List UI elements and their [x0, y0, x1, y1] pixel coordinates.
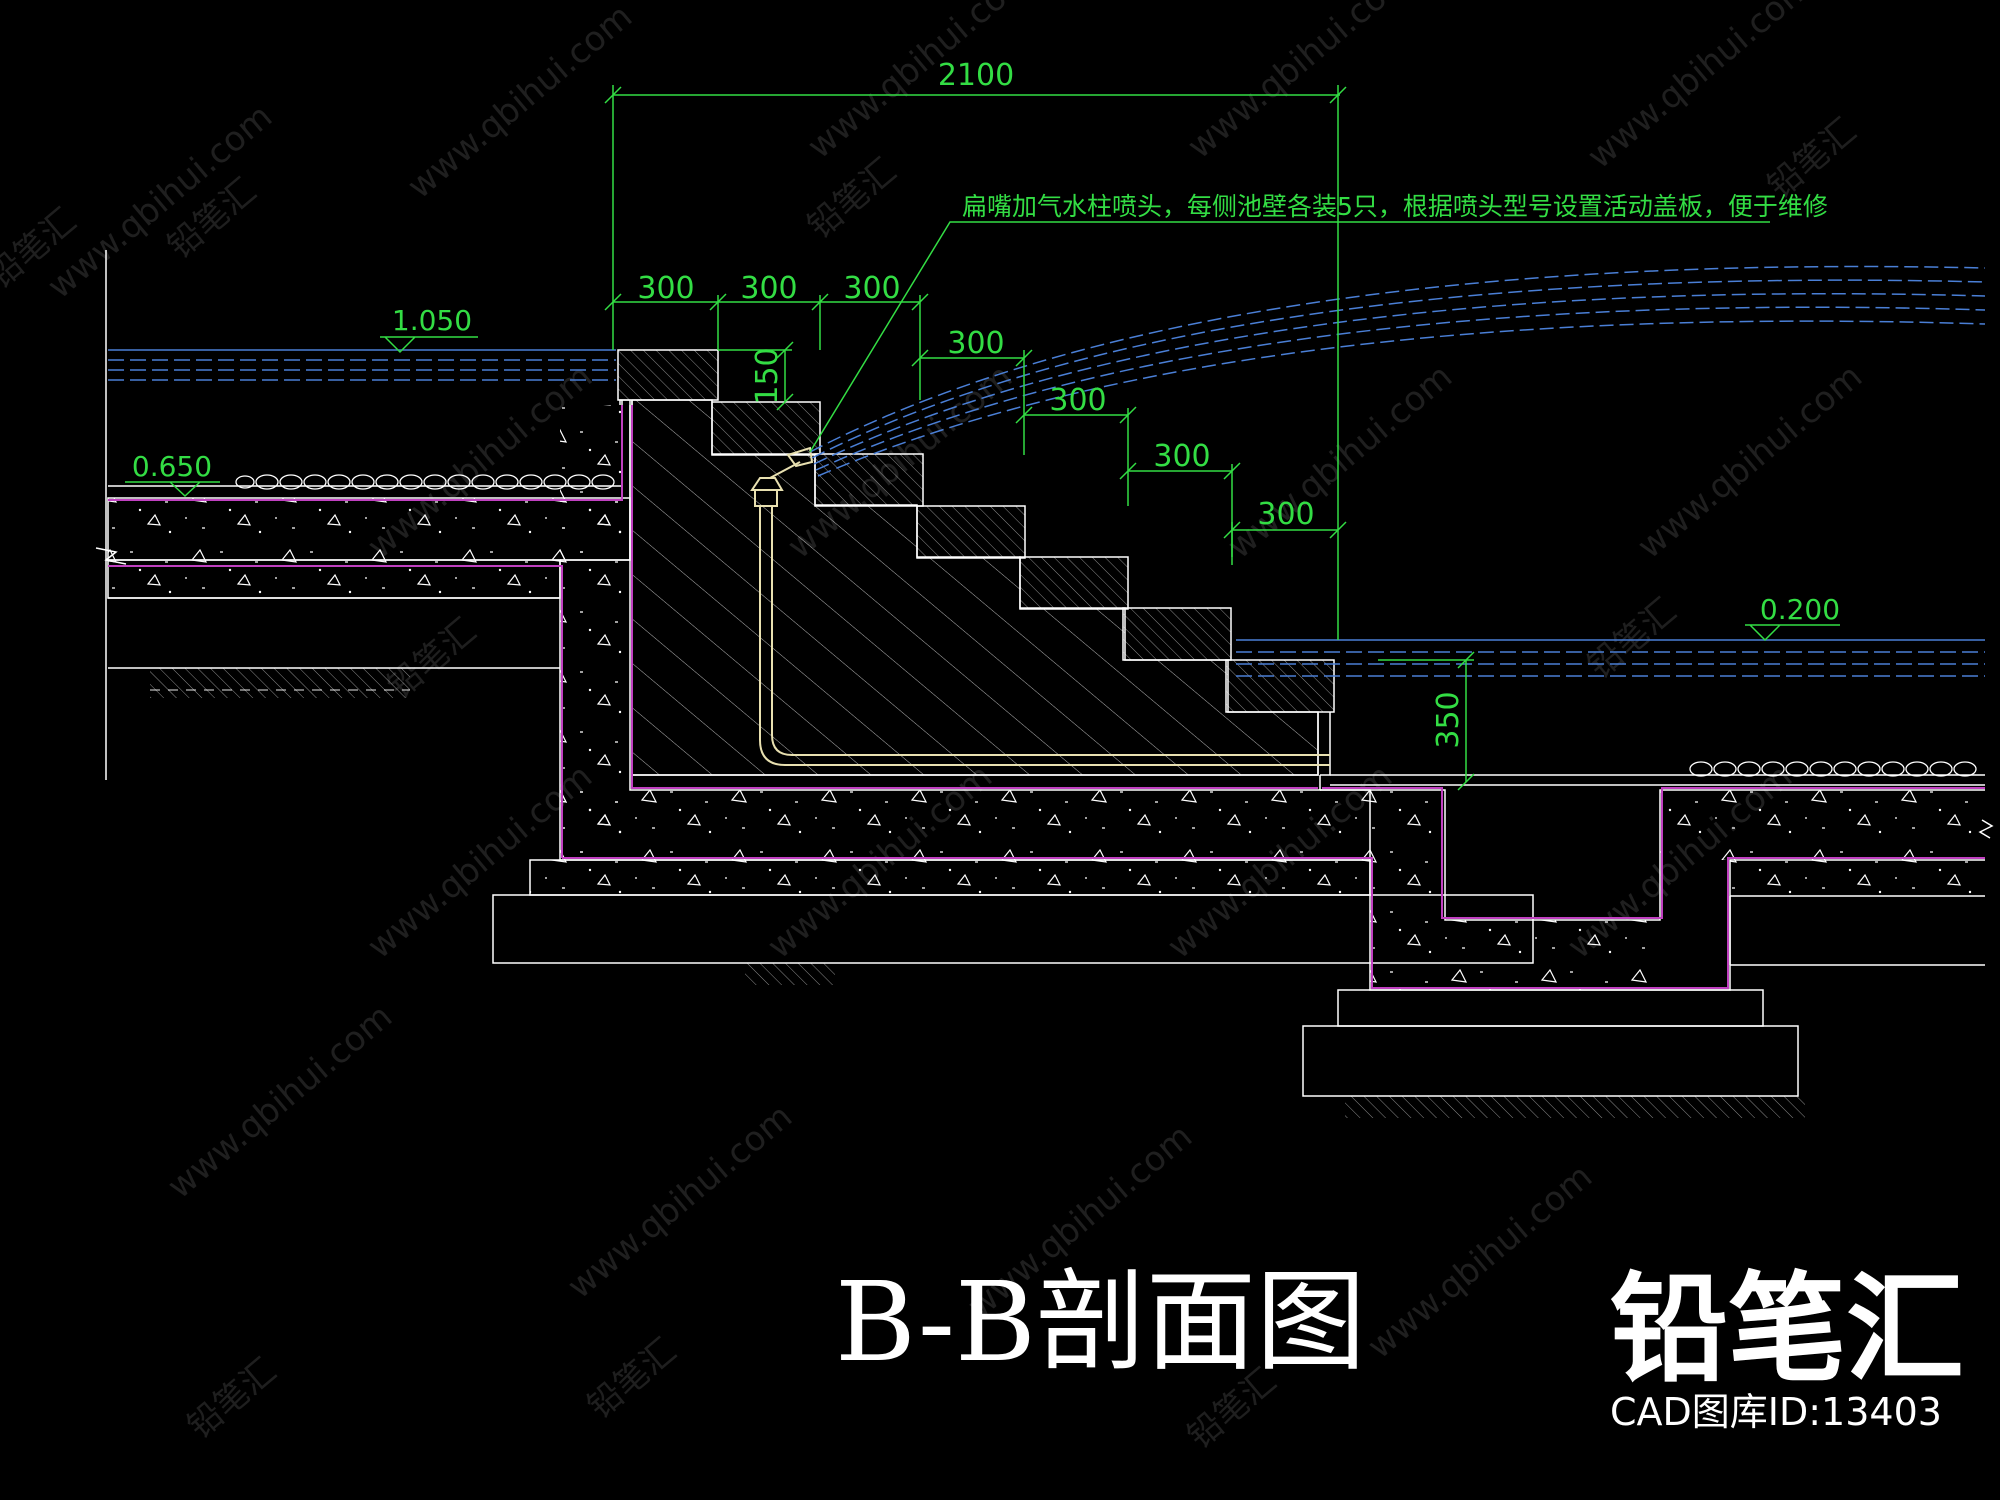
water-surface-upper	[108, 349, 616, 381]
fountain-pipe	[750, 446, 1330, 766]
watermark-url: www.qbihui.com	[1180, 0, 1420, 167]
dim-step-1: 300	[637, 271, 694, 306]
pebble	[447, 474, 471, 490]
pebble	[1785, 761, 1809, 777]
structure	[95, 250, 1994, 1118]
pebble	[279, 474, 303, 490]
dim-step-7: 300	[1257, 497, 1314, 532]
pebble	[1833, 761, 1857, 777]
drawing-title: B-B剖面图	[835, 1258, 1366, 1386]
pebble-layer	[235, 474, 1977, 777]
pebble	[375, 474, 399, 490]
pebble	[423, 474, 447, 490]
dim-step-height: 150	[750, 347, 785, 404]
watermark-brand: 铅笔汇	[580, 1331, 684, 1427]
elevation-labels: 1.050 0.650 0.200	[132, 304, 1840, 626]
pebble	[235, 475, 255, 489]
pebble	[303, 474, 327, 490]
brand-id: CAD图库ID:13403	[1610, 1390, 1942, 1434]
pebble	[255, 474, 279, 490]
pebble	[1809, 761, 1833, 777]
watermark-url: www.qbihui.com	[1580, 0, 1820, 177]
dim-step-3: 300	[843, 271, 900, 306]
dimension-lines	[125, 85, 1840, 791]
brand-name: 铅笔汇	[1610, 1260, 1964, 1398]
pebble	[567, 474, 591, 490]
pebble	[1713, 761, 1737, 777]
dim-step-2: 300	[740, 271, 797, 306]
watermark-brand: 铅笔汇	[800, 151, 904, 247]
elevation-upper-floor: 0.650	[132, 450, 212, 483]
pebble	[351, 474, 375, 490]
dim-basin-depth: 350	[1431, 691, 1466, 748]
watermark-brand: 铅笔汇	[1580, 591, 1684, 687]
watermark-url: www.qbihui.com	[1630, 356, 1870, 566]
pebble	[399, 474, 423, 490]
pebble	[543, 474, 567, 490]
dim-overall: 2100	[938, 58, 1014, 93]
pebble	[1689, 761, 1713, 777]
pebble	[1929, 761, 1953, 777]
watermark-url: www.qbihui.com	[160, 996, 400, 1206]
pebble	[1953, 761, 1977, 777]
elevation-lower-water: 0.200	[1760, 593, 1840, 626]
pebble	[471, 474, 495, 490]
watermark-brand: 铅笔汇	[180, 1351, 284, 1447]
pebble	[1905, 761, 1929, 777]
nozzle-note: 扁嘴加气水柱喷头，每侧池壁各装5只，根据喷头型号设置活动盖板，便于维修	[962, 192, 1828, 221]
pebble	[519, 474, 543, 490]
pebble	[1881, 761, 1905, 777]
waterproof-membrane	[108, 405, 1985, 989]
dim-step-4: 300	[947, 326, 1004, 361]
watermark-url: www.qbihui.com	[1360, 1156, 1600, 1366]
dimension-labels: 2100 300 300 300 300 300 300 300 150 350	[637, 58, 1466, 749]
watermark-url: www.qbihui.com	[400, 0, 640, 207]
pebble	[1761, 761, 1785, 777]
pebble	[327, 474, 351, 490]
pebble	[1737, 761, 1761, 777]
dim-step-6: 300	[1153, 439, 1210, 474]
watermark-url: www.qbihui.com	[1220, 356, 1460, 566]
dim-step-5: 300	[1049, 383, 1106, 418]
pebble	[495, 474, 519, 490]
elevation-upper-water: 1.050	[392, 304, 472, 337]
pebble	[591, 474, 615, 490]
water-surface-lower	[1236, 639, 1985, 677]
water-jet	[809, 265, 1986, 477]
watermark-url: www.qbihui.com	[560, 1096, 800, 1306]
pebble	[1857, 761, 1881, 777]
